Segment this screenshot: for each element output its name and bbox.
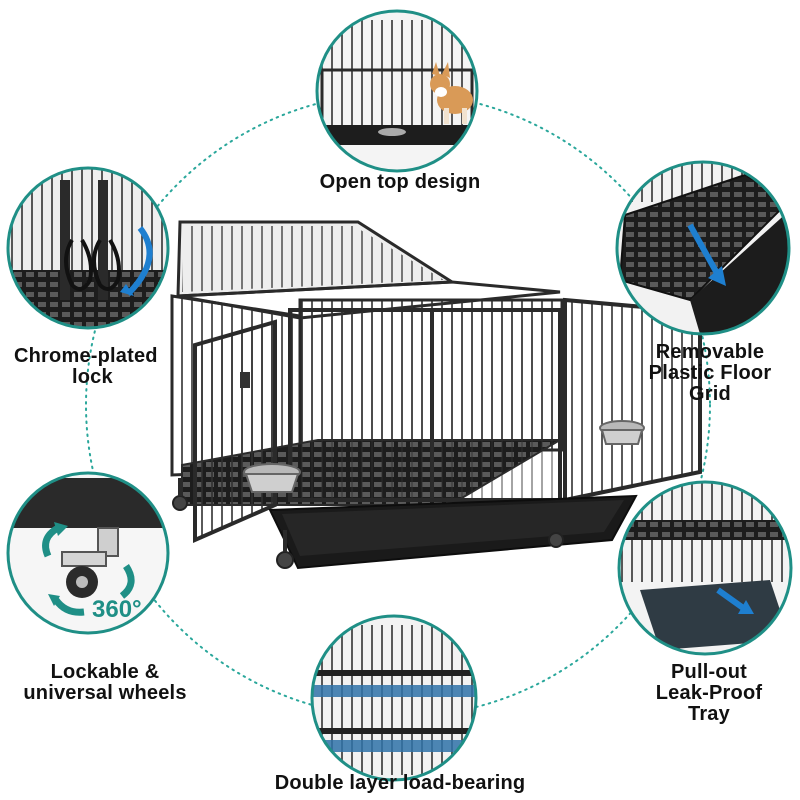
tray-label-line2: Leak-Proof: [655, 682, 763, 704]
wheel-icon: [6, 471, 170, 635]
crate-main-image: [170, 220, 702, 570]
rotation-badge: 360°: [92, 596, 142, 623]
floor-grid-label-line3: Grid: [689, 383, 731, 405]
floor-grid-label-line2: Plastic Floor: [648, 362, 772, 384]
layers-icon: [310, 614, 478, 782]
layers-label: Double layer load-bearing: [274, 772, 526, 794]
tray-label-line1: Pull-out: [670, 661, 748, 683]
wheels-label: Lockable & universal wheels: [10, 662, 200, 704]
floor-grid-label: Removable Plastic Floor Grid: [620, 342, 800, 405]
floor-grid-icon: [615, 160, 791, 336]
tray-icon: [617, 480, 793, 656]
lock-label: Chrome-plated lock: [14, 346, 194, 388]
wheels-label-line2: universal wheels: [23, 682, 187, 704]
floor-grid-label-line1: Removable: [655, 341, 765, 363]
lock-label-line1: Chrome-plated: [14, 345, 158, 367]
open-top-label: Open top design: [319, 171, 481, 193]
tray-label: Pull-out Leak-Proof Tray: [624, 662, 794, 725]
lock-icon: [6, 166, 170, 330]
lock-label-line2: lock: [72, 366, 113, 388]
open-top-icon: [315, 9, 479, 173]
tray-label-line3: Tray: [688, 703, 730, 725]
wheels-label-line1: Lockable &: [50, 661, 160, 683]
